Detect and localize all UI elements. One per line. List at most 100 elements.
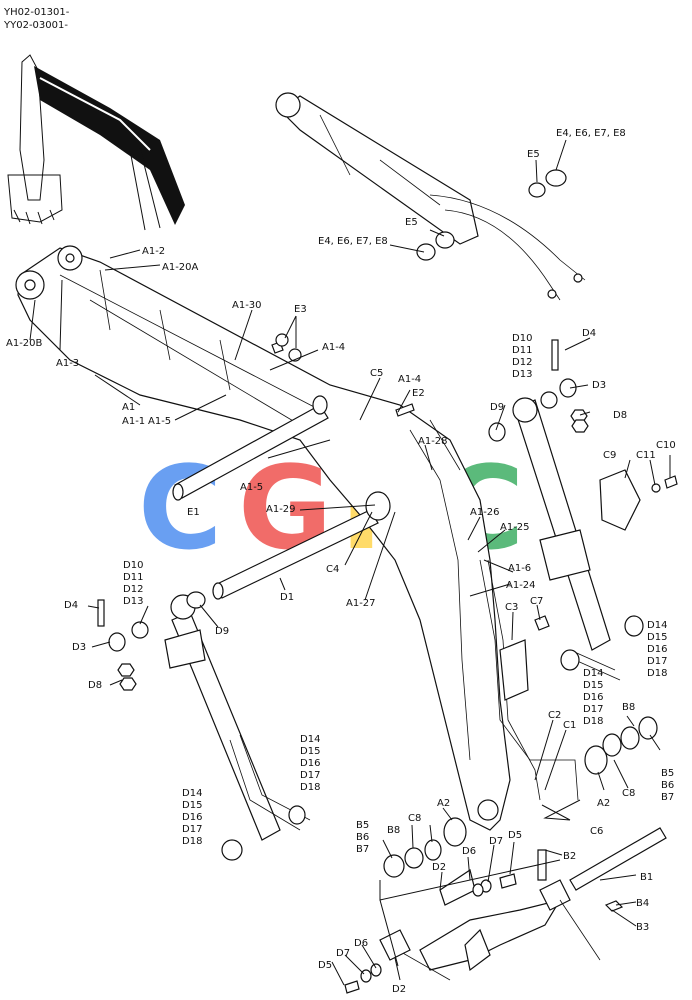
- label-a1-5-b: A1-5: [240, 482, 263, 493]
- label-c7: C7: [530, 596, 543, 607]
- label-d18-r1: D18: [647, 668, 667, 679]
- hydraulic-lines: [479, 559, 579, 801]
- label-c2: C2: [548, 710, 561, 721]
- label-d16-l2: D16: [182, 812, 202, 823]
- label-a1-6: A1-6: [508, 563, 531, 574]
- label-b6-left: B6: [356, 832, 369, 843]
- label-d18-l2: D18: [182, 836, 202, 847]
- label-a1-29: A1-29: [266, 504, 296, 515]
- label-c3: C3: [505, 602, 518, 613]
- label-d15-l1: D15: [300, 746, 320, 757]
- label-a1-20a: A1-20A: [162, 262, 199, 273]
- label-d8-top: D8: [613, 410, 627, 421]
- label-d10-top: D10: [512, 333, 532, 344]
- label-b2: B2: [563, 851, 576, 862]
- label-a1-1: A1-1: [122, 416, 145, 427]
- label-d4-top: D4: [582, 328, 596, 339]
- label-d9-left: D9: [215, 626, 229, 637]
- watermark-letter-c1: C: [138, 442, 222, 576]
- label-a1-27: A1-27: [346, 598, 376, 609]
- label-d11-left: D11: [123, 572, 143, 583]
- label-d1: D1: [280, 592, 294, 603]
- label-c5: C5: [370, 368, 383, 379]
- label-d17-r2: D17: [583, 704, 603, 715]
- label-d12-top: D12: [512, 357, 532, 368]
- label-d6-bottom: D6: [354, 938, 368, 949]
- lower-bracket: [379, 869, 601, 981]
- label-b8-left: B8: [387, 825, 400, 836]
- label-b3: B3: [636, 922, 649, 933]
- label-d17-l1: D17: [300, 770, 320, 781]
- label-e4-e6-e7-e8-mid: E4, E6, E7, E8: [318, 236, 388, 247]
- washers-top-right: [416, 169, 567, 261]
- label-b5-left: B5: [356, 820, 369, 831]
- arm-cylinder-right: [512, 397, 644, 681]
- label-e4-e6-e7-e8-top: E4, E6, E7, E8: [556, 128, 626, 139]
- label-c6: C6: [590, 826, 603, 837]
- small-hardware: [97, 333, 678, 994]
- label-e1: E1: [187, 507, 200, 518]
- part-labels: E4, E6, E7, E8 E5 E5 E4, E6, E7, E8 A1-2…: [6, 128, 676, 995]
- bushings-bottom: [383, 716, 658, 878]
- label-b5-right: B5: [661, 768, 674, 779]
- label-d3-top: D3: [592, 380, 606, 391]
- label-c1: C1: [563, 720, 576, 731]
- label-d14-r1: D14: [647, 620, 667, 631]
- label-a1-30: A1-30: [232, 300, 262, 311]
- label-d18-r2: D18: [583, 716, 603, 727]
- label-c4: C4: [326, 564, 339, 575]
- label-c8-left: C8: [408, 813, 421, 824]
- label-a2-right: A2: [597, 798, 610, 809]
- label-b4: B4: [636, 898, 649, 909]
- label-e2: E2: [412, 388, 425, 399]
- label-b7-left: B7: [356, 844, 369, 855]
- label-d8-left: D8: [88, 680, 102, 691]
- label-d6-mid: D6: [462, 846, 476, 857]
- label-a1: A1: [122, 402, 135, 413]
- label-e3: E3: [294, 304, 307, 315]
- label-a1-2: A1-2: [142, 246, 165, 257]
- label-a1-3: A1-3: [56, 358, 79, 369]
- label-d14-l1: D14: [300, 734, 320, 745]
- label-d13-left: D13: [123, 596, 143, 607]
- label-a1-4-a: A1-4: [322, 342, 345, 353]
- leader-lines: [29, 139, 671, 986]
- label-b8-right: B8: [622, 702, 635, 713]
- label-a1-25: A1-25: [500, 522, 530, 533]
- label-d15-l2: D15: [182, 800, 202, 811]
- label-d14-l2: D14: [182, 788, 202, 799]
- label-d7-mid: D7: [489, 836, 503, 847]
- label-c9: C9: [603, 450, 616, 461]
- label-a1-4-b: A1-4: [398, 374, 421, 385]
- label-e5-top: E5: [527, 149, 540, 160]
- label-d17-l2: D17: [182, 824, 202, 835]
- label-e5-mid: E5: [405, 217, 418, 228]
- label-d2-bottom: D2: [392, 984, 406, 995]
- label-d16-r2: D16: [583, 692, 603, 703]
- excavator-thumbnail: [7, 54, 185, 231]
- label-a1-28: A1-28: [418, 436, 448, 447]
- label-d9-top: D9: [490, 402, 504, 413]
- label-d13-top: D13: [512, 369, 532, 380]
- label-d5-bottom: D5: [318, 960, 332, 971]
- arm-cylinder-left: [164, 594, 311, 861]
- model-serial-1: YH02-01301-: [3, 7, 70, 18]
- boom-cylinder-top: [275, 92, 586, 301]
- label-a1-20b: A1-20B: [6, 338, 43, 349]
- label-d7-bottom: D7: [336, 948, 350, 959]
- label-d15-r1: D15: [647, 632, 667, 643]
- label-d4-left: D4: [64, 600, 78, 611]
- label-d2-mid: D2: [432, 862, 446, 873]
- label-d15-r2: D15: [583, 680, 603, 691]
- label-d11-top: D11: [512, 345, 532, 356]
- label-a1-5-a: A1-5: [148, 416, 171, 427]
- label-b7-right: B7: [661, 792, 674, 803]
- label-d12-left: D12: [123, 584, 143, 595]
- label-d3-left: D3: [72, 642, 86, 653]
- label-c8-right: C8: [622, 788, 635, 799]
- label-c11: C11: [636, 450, 656, 461]
- label-b1: B1: [640, 872, 653, 883]
- label-d5-mid: D5: [508, 830, 522, 841]
